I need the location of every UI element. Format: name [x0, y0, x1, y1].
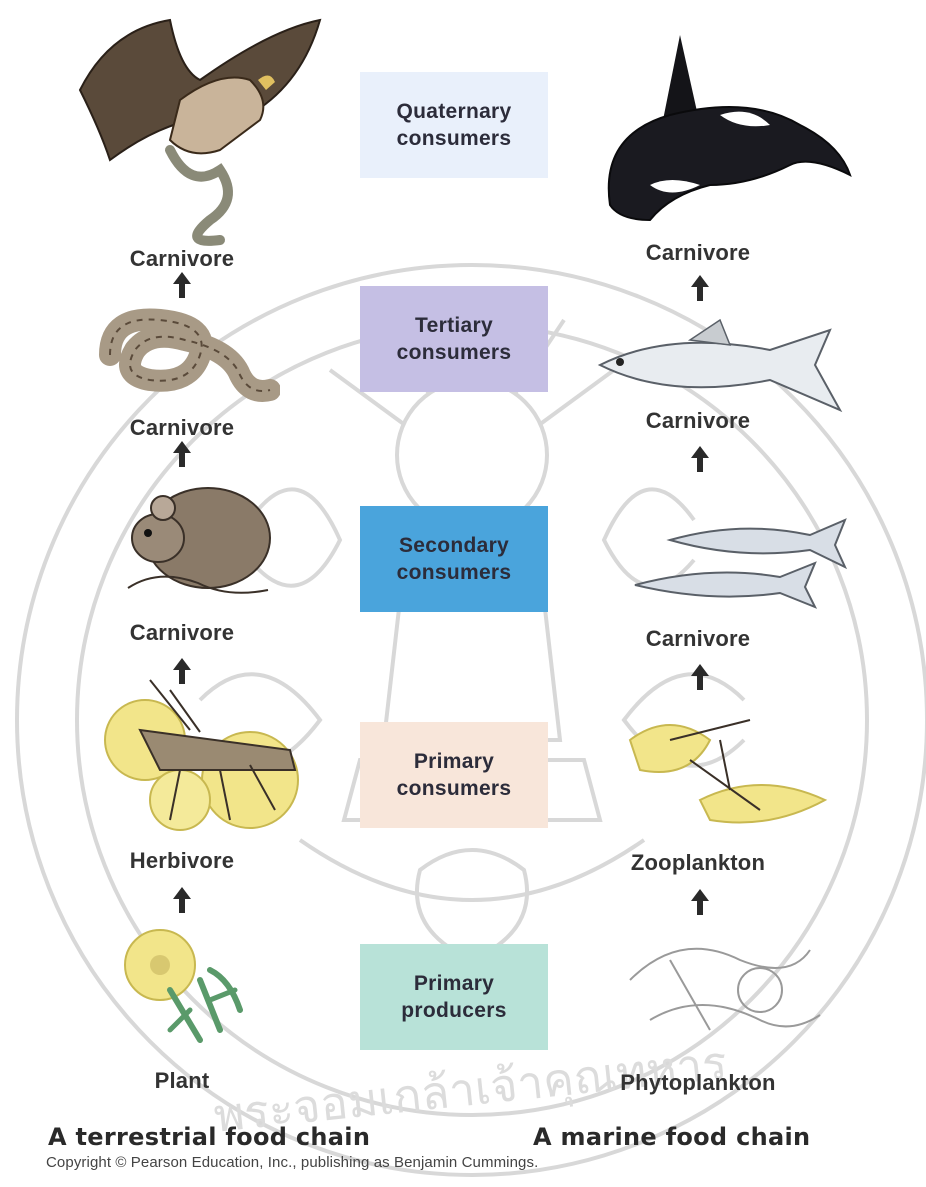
small-fish-illustration	[634, 518, 848, 609]
marine-chain-title: A marine food chain	[533, 1123, 811, 1151]
up-arrow-icon	[691, 275, 709, 301]
up-arrow-icon	[691, 889, 709, 915]
terrestrial-label-secondary: Carnivore	[129, 620, 235, 645]
up-arrow-icon	[173, 272, 191, 298]
phytoplankton-illustration	[629, 947, 821, 1031]
up-arrow-icon	[691, 664, 709, 690]
level-label: Secondary consumers	[396, 534, 512, 584]
terrestrial-label-tertiary: Carnivore	[129, 415, 235, 440]
level-label: Primary producers	[401, 972, 507, 1022]
plant-illustration	[124, 929, 243, 1043]
hawk-illustration	[78, 18, 322, 246]
level-label: Quaternary consumers	[396, 100, 512, 150]
terrestrial-label-primary: Herbivore	[129, 848, 235, 873]
marine-label-producer: Phytoplankton	[620, 1070, 776, 1095]
orca-illustration	[607, 35, 852, 222]
grasshopper-flower-illustration	[104, 679, 299, 831]
marine-label-quaternary: Carnivore	[645, 240, 751, 265]
level-primary-producers: Primary producers	[360, 944, 548, 1050]
up-arrow-icon	[691, 446, 709, 472]
terrestrial-label-quaternary: Carnivore	[129, 246, 235, 271]
terrestrial-label-producer: Plant	[154, 1068, 210, 1093]
marine-label-secondary: Carnivore	[645, 626, 751, 651]
marine-label-primary: Zooplankton	[630, 850, 766, 875]
up-arrow-icon	[173, 441, 191, 467]
snake-illustration	[99, 308, 280, 402]
level-label: Primary consumers	[396, 750, 512, 800]
up-arrow-icon	[173, 658, 191, 684]
level-label: Tertiary consumers	[396, 314, 512, 364]
terrestrial-chain-title: A terrestrial food chain	[48, 1123, 371, 1151]
level-tertiary-consumers: Tertiary consumers	[360, 286, 548, 392]
marine-label-tertiary: Carnivore	[645, 408, 751, 433]
up-arrow-icon	[173, 887, 191, 913]
level-secondary-consumers: Secondary consumers	[360, 506, 548, 612]
level-quaternary-consumers: Quaternary consumers	[360, 72, 548, 178]
level-primary-consumers: Primary consumers	[360, 722, 548, 828]
tuna-illustration	[597, 318, 843, 413]
mouse-illustration	[127, 487, 271, 594]
zooplankton-illustration	[628, 719, 828, 824]
copyright-notice: Copyright © Pearson Education, Inc., pub…	[46, 1154, 539, 1171]
